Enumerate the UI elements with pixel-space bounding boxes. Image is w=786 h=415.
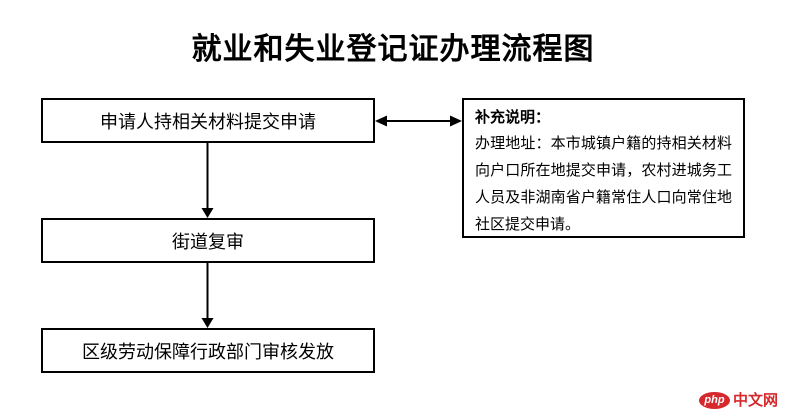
arrow-down-step2-step3 (201, 263, 214, 328)
arrow-down-step1-step2 (201, 143, 214, 218)
double-arrow-step1-note (375, 115, 462, 127)
note-heading: 补充说明： (475, 109, 551, 126)
note-box: 补充说明： 办理地址：本市城镇户籍的持相关材料向户口所在地提交申请，农村进城务工… (462, 98, 745, 238)
php-logo-site-name: 中文网 (732, 392, 778, 409)
flow-step-street-review: 街道复审 (41, 218, 375, 263)
flow-step-label: 区级劳动保障行政部门审核发放 (82, 341, 334, 362)
flow-step-label: 申请人持相关材料提交申请 (100, 111, 316, 132)
php-cn-logo: php 中文网 (698, 392, 778, 409)
php-logo-badge: php (698, 392, 730, 409)
flow-step-submit-application: 申请人持相关材料提交申请 (41, 98, 375, 143)
note-body: 办理地址：本市城镇户籍的持相关材料向户口所在地提交申请，农村进城务工人员及非湖南… (475, 135, 732, 233)
flow-step-district-issue: 区级劳动保障行政部门审核发放 (41, 328, 375, 373)
flow-step-label: 街道复审 (172, 231, 244, 252)
page-title: 就业和失业登记证办理流程图 (191, 33, 595, 66)
